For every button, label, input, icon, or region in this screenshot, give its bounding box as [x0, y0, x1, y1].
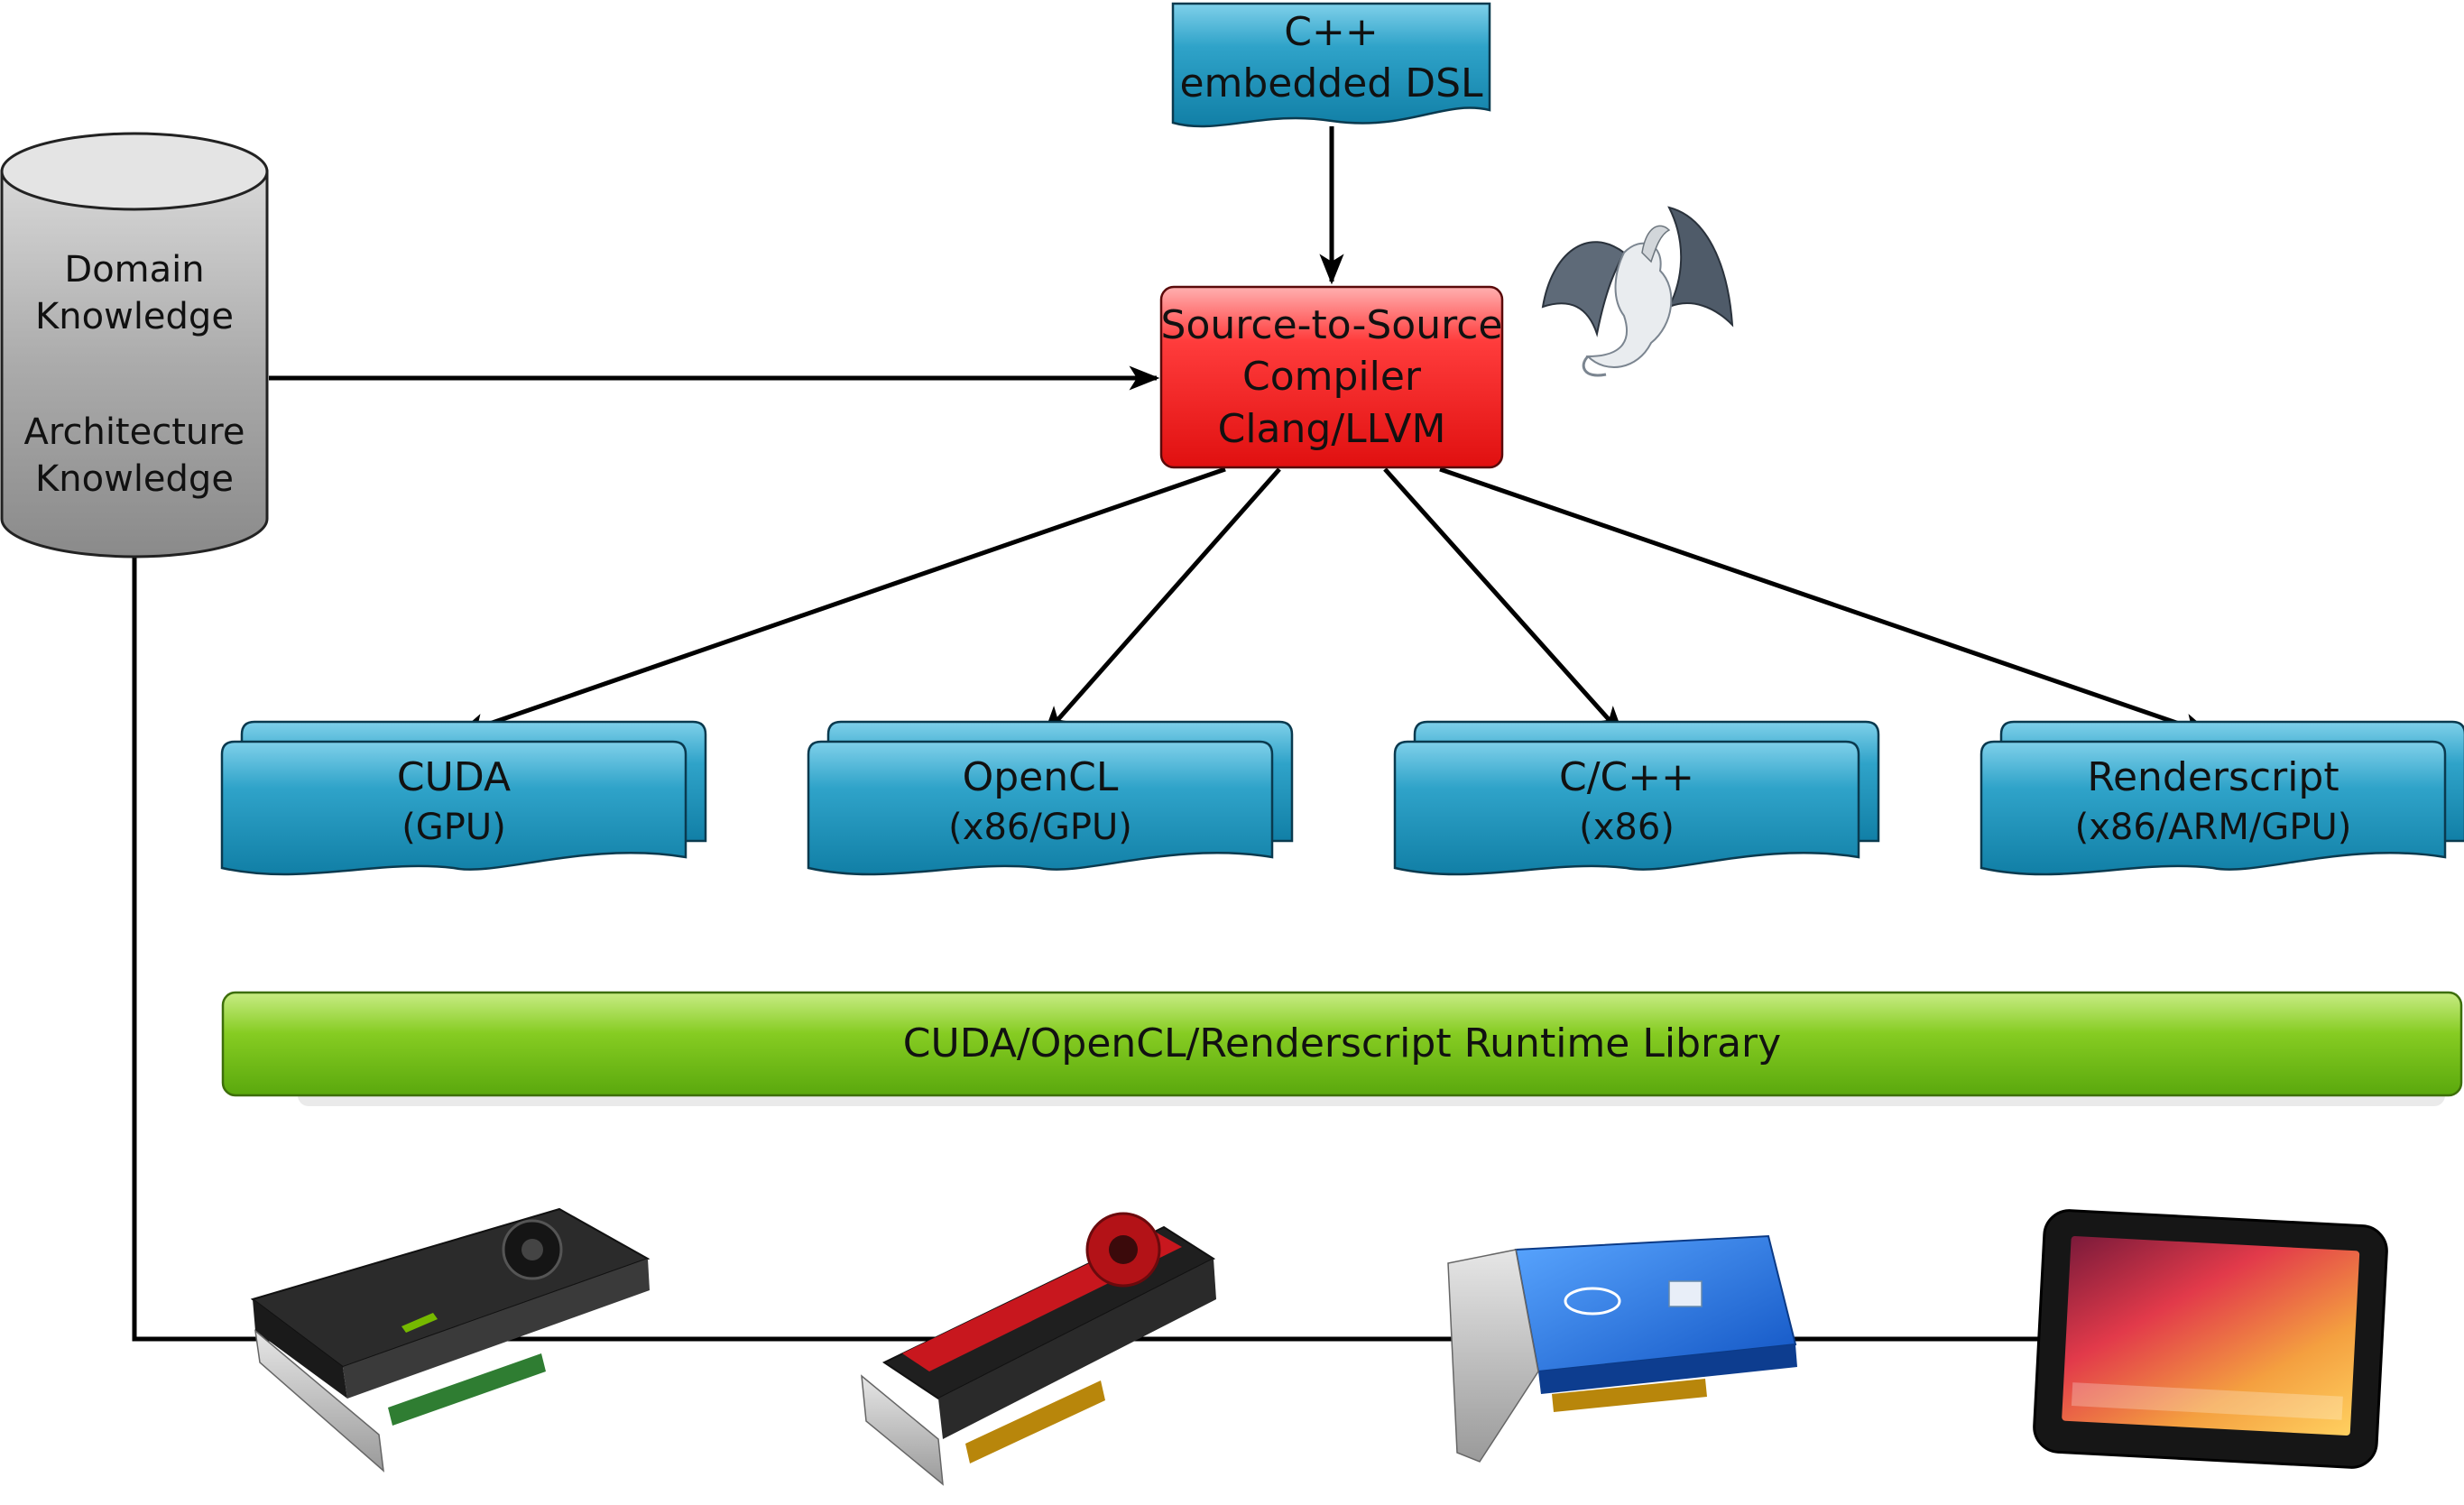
nvidia-tesla-card-icon	[250, 1207, 651, 1473]
compiler-box	[1159, 285, 1504, 469]
backend-document-renderscript	[1980, 720, 2464, 876]
device-bus-line	[132, 555, 2075, 1342]
backend-document-opencl	[807, 720, 1294, 876]
runtime-library-bar	[221, 991, 2463, 1097]
compiler-to-cuda-arrow	[455, 466, 1226, 737]
android-tablet-icon	[2033, 1209, 2388, 1469]
compiler-to-cpp-arrow	[1383, 467, 1625, 737]
amd-firepro-card-icon	[861, 1212, 1216, 1486]
compiler-to-opencl-arrow	[1042, 467, 1281, 737]
dsl-document-shape	[1171, 2, 1491, 128]
compiler-to-renderscript-arrow	[1439, 466, 2214, 737]
backend-document-c-c	[1393, 720, 1880, 876]
intel-xeon-phi-card-icon	[1447, 1234, 1797, 1463]
dragon-logo-icon	[1541, 206, 1734, 377]
backend-document-cuda	[220, 720, 707, 876]
knowledge-database-cylinder	[0, 132, 269, 559]
